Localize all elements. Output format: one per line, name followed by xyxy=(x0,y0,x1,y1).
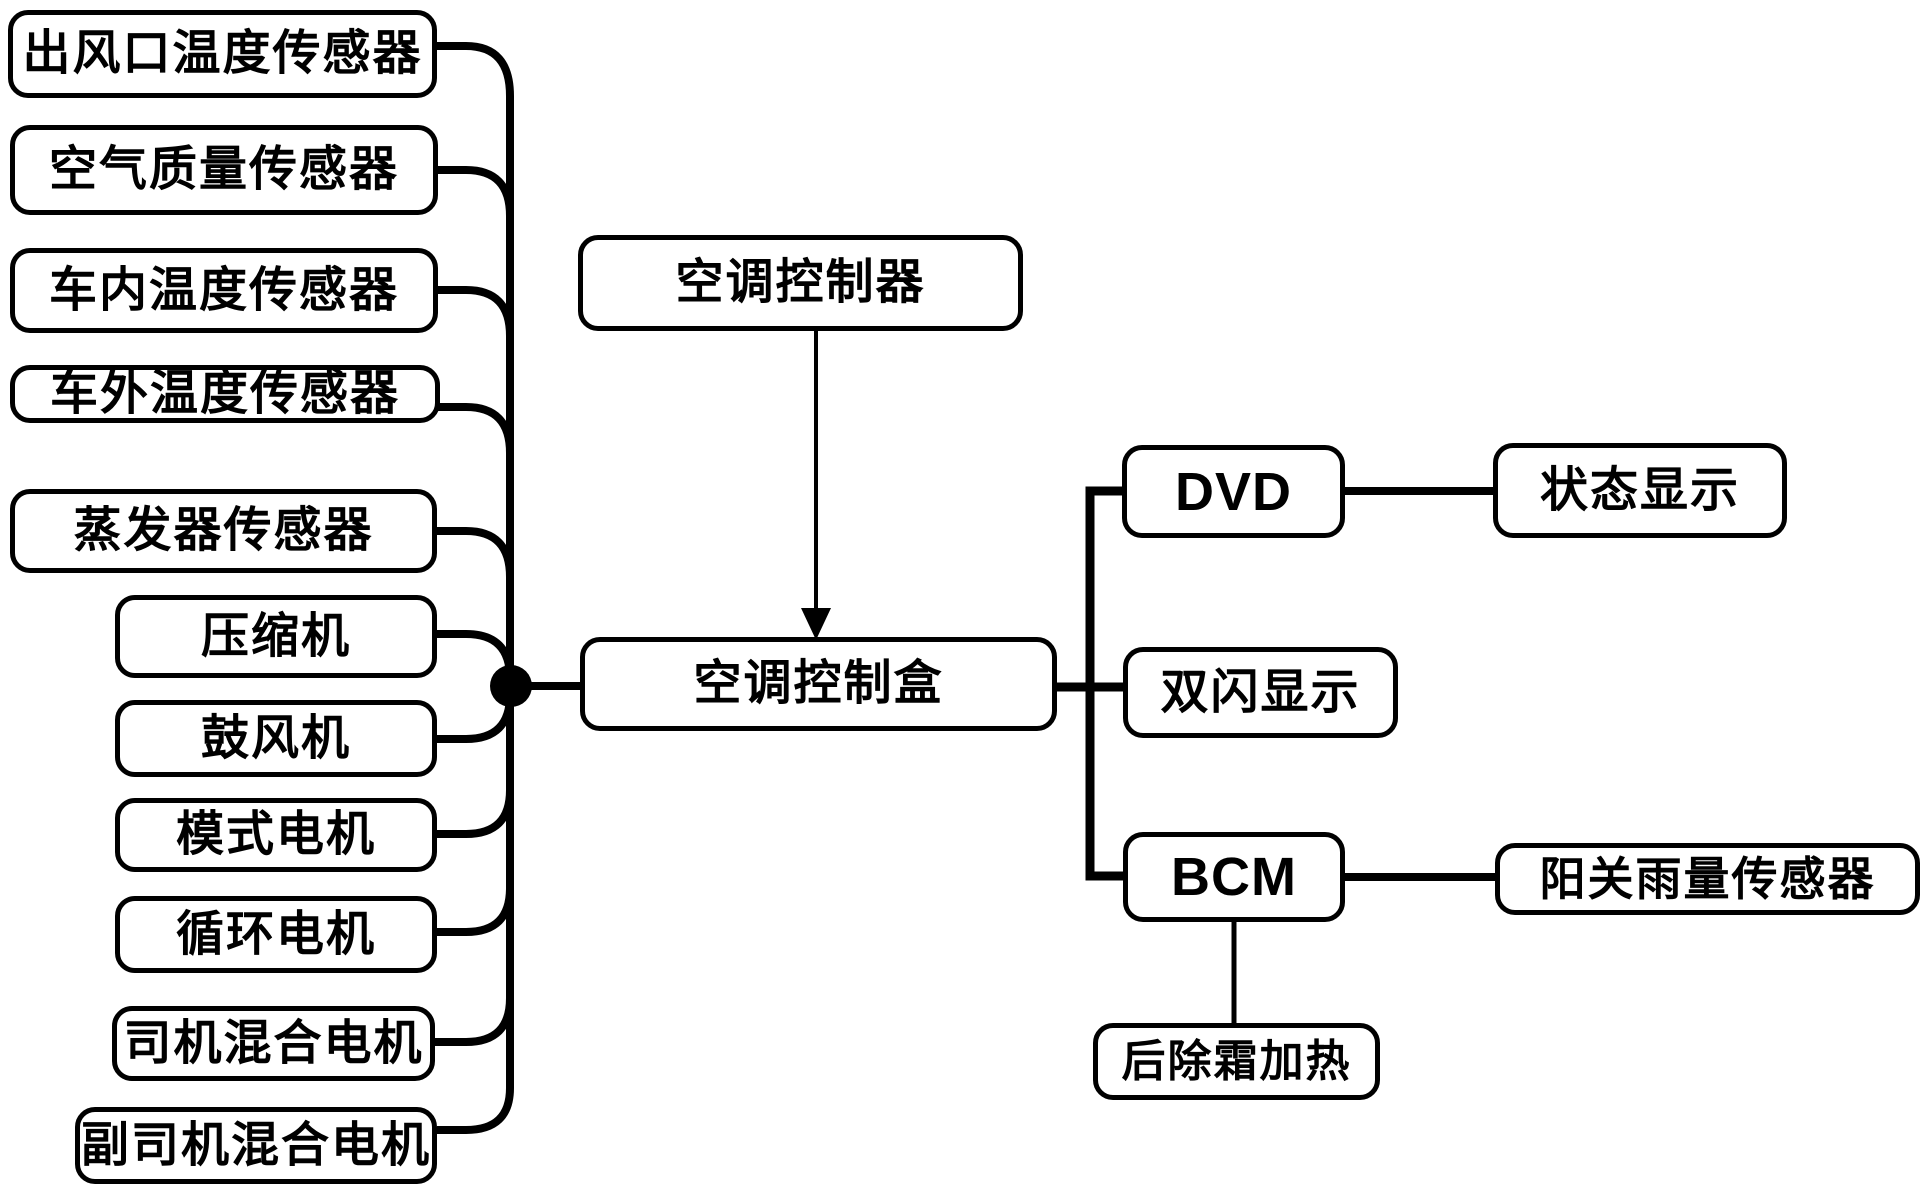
node-bcm: BCM xyxy=(1123,832,1345,922)
node-ac-control-box: 空调控制盒 xyxy=(580,637,1057,731)
node-blower: 鼓风机 xyxy=(115,700,437,777)
node-dvd: DVD xyxy=(1122,445,1345,538)
connector-outside-temp xyxy=(438,403,514,454)
node-status-display: 状态显示 xyxy=(1493,443,1787,538)
node-air-quality-sensor: 空气质量传感器 xyxy=(10,125,438,215)
connector-cabin-temp xyxy=(438,286,514,337)
controller-arrow-head xyxy=(801,608,831,640)
node-evaporator-sensor: 蒸发器传感器 xyxy=(10,489,437,573)
node-driver-blend-motor: 司机混合电机 xyxy=(112,1006,435,1081)
node-passenger-blend-motor: 副司机混合电机 xyxy=(75,1107,437,1184)
node-hazard-flash-display: 双闪显示 xyxy=(1123,647,1398,738)
connector-passenger-blend-motor xyxy=(437,1087,514,1134)
connector-air-outlet xyxy=(437,42,514,97)
connector-air-quality xyxy=(438,166,514,217)
node-air-outlet-temp-sensor: 出风口温度传感器 xyxy=(8,10,437,98)
connector-evaporator xyxy=(437,527,514,578)
node-mode-motor: 模式电机 xyxy=(115,798,437,872)
node-ac-controller: 空调控制器 xyxy=(578,235,1023,331)
node-outside-temp-sensor: 车外温度传感器 xyxy=(10,365,440,423)
node-compressor: 压缩机 xyxy=(115,595,437,678)
node-sun-rain-sensor: 阳关雨量传感器 xyxy=(1495,843,1920,915)
node-recirculation-motor: 循环电机 xyxy=(115,896,437,973)
node-cabin-temp-sensor: 车内温度传感器 xyxy=(10,248,438,333)
connector-driver-blend-motor xyxy=(435,997,514,1046)
connector-mode-motor xyxy=(437,789,514,838)
node-rear-defrost-heater: 后除霜加热 xyxy=(1093,1023,1380,1100)
connector-recirculation-motor xyxy=(437,887,514,936)
